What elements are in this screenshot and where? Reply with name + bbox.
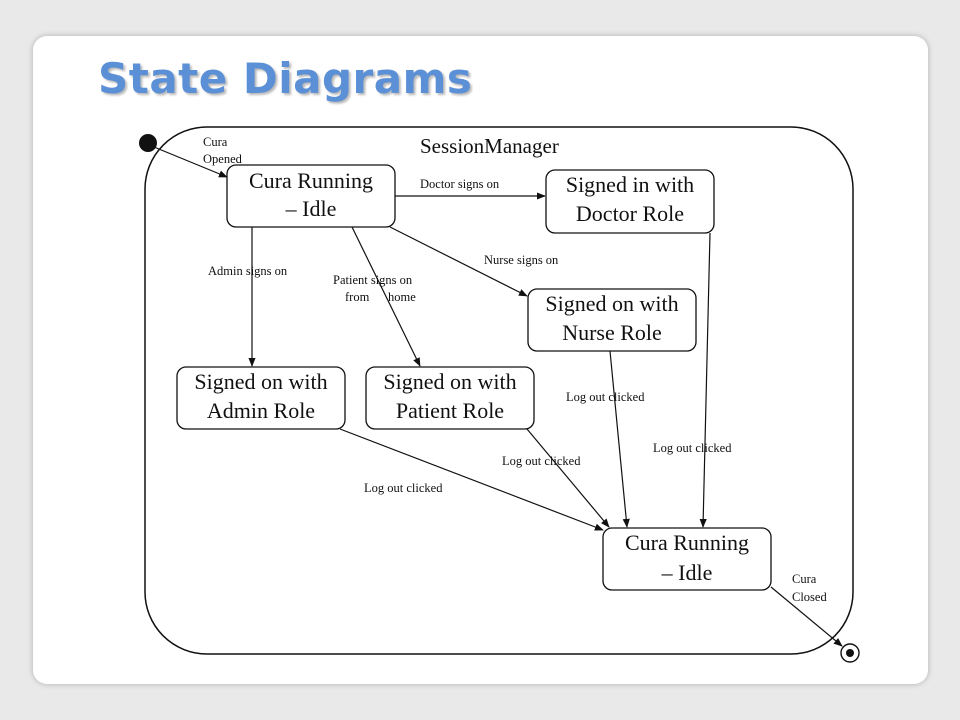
- label-logout-admin: Log out clicked: [364, 481, 443, 495]
- state-doctor-role: Signed in with Doctor Role: [545, 169, 715, 234]
- state-admin-line2: Admin Role: [207, 398, 315, 423]
- slide-card: [33, 36, 928, 684]
- state-admin-role: Signed on with Admin Role: [176, 366, 346, 430]
- state-patient-line1: Signed on with: [383, 369, 516, 394]
- transition-logout-patient: [526, 428, 610, 528]
- state-idle-bottom-line1: Cura Running: [625, 530, 749, 555]
- transition-cura-opened: [153, 146, 228, 178]
- label-logout-patient: Log out clicked: [502, 454, 581, 468]
- label-nurse-signs-on: Nurse signs on: [484, 253, 559, 267]
- label-cura-opened-2: Opened: [203, 152, 243, 166]
- state-idle-bottom-line2: – Idle: [661, 560, 713, 585]
- transition-cura-closed: [770, 586, 843, 647]
- session-manager-container: [144, 126, 854, 655]
- state-idle-top-line1: Cura Running: [249, 168, 373, 193]
- state-cura-running-idle-bottom: Cura Running – Idle: [602, 527, 772, 591]
- label-cura-closed-2: Closed: [792, 590, 827, 604]
- transition-logout-nurse: [609, 350, 630, 528]
- state-admin-line1: Signed on with: [194, 369, 327, 394]
- state-nurse-line1: Signed on with: [545, 291, 678, 316]
- state-nurse-line2: Nurse Role: [562, 320, 662, 345]
- transition-patient-signs-on: [351, 226, 421, 367]
- session-manager-label: SessionManager: [420, 134, 559, 158]
- transition-nurse-signs-on: [389, 226, 528, 297]
- slide-title: State Diagrams: [98, 54, 473, 103]
- label-logout-doctor: Log out clicked: [653, 441, 732, 455]
- initial-state-dot: [139, 134, 157, 152]
- label-patient-signs-on-1: Patient signs on: [333, 273, 413, 287]
- state-patient-role: Signed on with Patient Role: [365, 366, 535, 430]
- label-patient-signs-on-2: from home: [345, 290, 416, 304]
- label-admin-signs-on: Admin signs on: [208, 264, 288, 278]
- label-doctor-signs-on: Doctor signs on: [420, 177, 500, 191]
- state-patient-line2: Patient Role: [396, 398, 504, 423]
- label-cura-closed-1: Cura: [792, 572, 817, 586]
- label-cura-opened-1: Cura: [203, 135, 228, 149]
- state-doctor-line2: Doctor Role: [576, 201, 684, 226]
- transition-logout-doctor: [699, 232, 711, 528]
- state-doctor-line1: Signed in with: [566, 172, 694, 197]
- state-idle-top-line2: – Idle: [285, 196, 337, 221]
- state-nurse-role: Signed on with Nurse Role: [527, 288, 697, 352]
- state-cura-running-idle-top: Cura Running – Idle: [226, 164, 396, 228]
- transition-logout-admin: [339, 428, 604, 531]
- label-logout-nurse: Log out clicked: [566, 390, 645, 404]
- final-state-icon: [840, 643, 860, 663]
